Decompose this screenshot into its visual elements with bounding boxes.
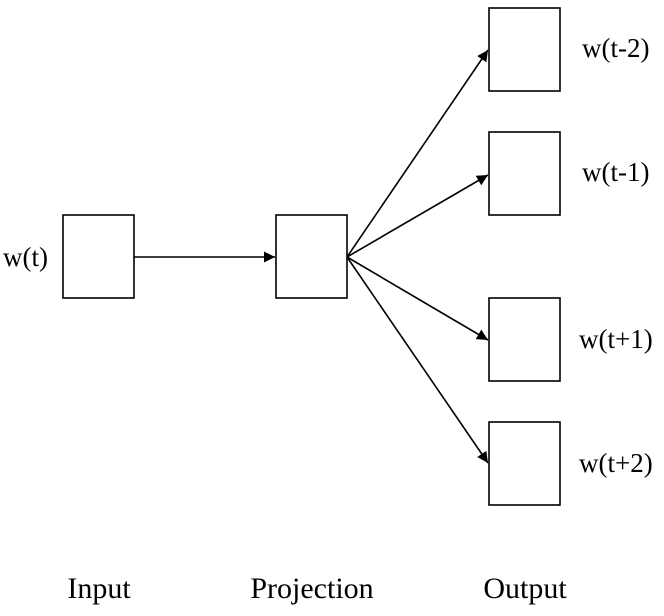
projection-node-box [275, 214, 348, 299]
edges [134, 49, 489, 464]
arrow-projection-to-output-t-minus-1 [346, 174, 489, 258]
output-node-label-t-minus-2: w(t-2) [582, 33, 649, 63]
output-node-box-t-minus-1 [488, 131, 561, 216]
arrow-projection-to-output-t-plus-1 [346, 256, 489, 341]
output-node-box-t-plus-2 [488, 421, 561, 506]
output-node-label-t-plus-1: w(t+1) [579, 324, 653, 354]
column-label-input: Input [67, 572, 131, 605]
arrow-projection-to-output-t-minus-2 [346, 49, 489, 258]
column-label-projection: Projection [250, 572, 373, 605]
output-node-box-t-plus-1 [488, 297, 561, 382]
output-node-box-t-minus-2 [488, 7, 561, 92]
output-node-label-t-plus-2: w(t+2) [579, 448, 653, 478]
output-node-label-t-minus-1: w(t-1) [582, 157, 649, 187]
input-node-label: w(t) [3, 242, 48, 272]
input-node-box [62, 214, 135, 299]
arrow-projection-to-output-t-plus-2 [346, 256, 489, 464]
column-label-output: Output [483, 572, 567, 605]
